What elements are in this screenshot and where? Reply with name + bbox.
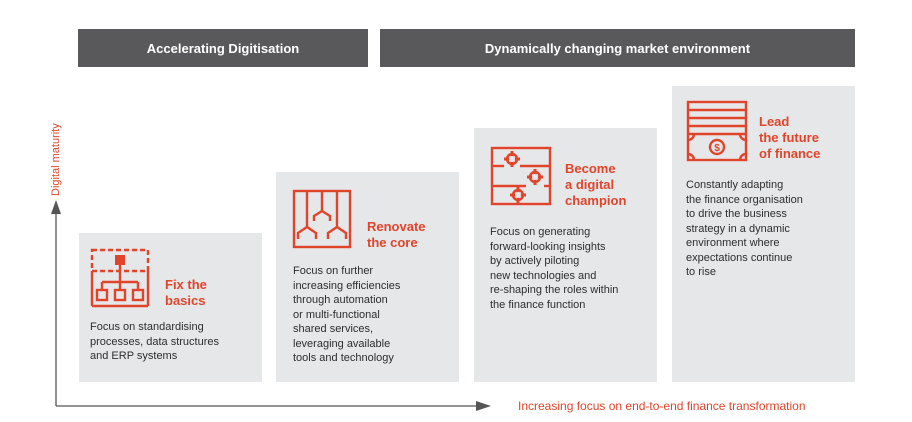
desc-line: strategy in a dynamic [686, 222, 790, 235]
desc-line: to rise [686, 266, 716, 278]
stage-description: Focus on further increasing efficiencies… [293, 264, 400, 366]
desc-line: forward-looking insights [490, 240, 606, 253]
title-line: of finance [759, 146, 821, 161]
desc-line: the finance organisation [686, 193, 803, 206]
stage-card-lead-future: $ Lead the future of finance Constantly … [672, 86, 855, 382]
money-stack-icon: $ [686, 100, 748, 162]
gears-icon [490, 146, 552, 206]
stage-description: Focus on standardising processes, data s… [90, 320, 219, 364]
title-line: Renovate [367, 219, 426, 234]
desc-line: Focus on generating [490, 226, 591, 238]
banner-label: Dynamically changing market environment [484, 40, 751, 56]
stage-title: Renovate the core [367, 219, 426, 251]
stage-card-renovate-core: Renovate the core Focus on further incre… [276, 172, 459, 382]
desc-line: to drive the business [686, 208, 787, 220]
banner-accelerating-digitisation: Accelerating Digitisation [78, 29, 368, 67]
desc-line: processes, data structures [90, 335, 220, 348]
stage-card-fix-basics: Fix the basics Focus on standardising pr… [79, 233, 262, 382]
desc-line: new technologies and [490, 269, 597, 282]
title-line: Lead [759, 114, 790, 129]
desc-line: and ERP systems [90, 350, 178, 362]
desc-line: or multi-functional [293, 308, 380, 321]
desc-line: Focus on standardising [90, 321, 204, 333]
banner-market-environment: Dynamically changing market environment [380, 29, 855, 67]
desc-line: Focus on further [293, 265, 374, 277]
desc-line: Constantly adapting [686, 179, 784, 191]
desc-line: by actively piloting [490, 255, 580, 267]
x-axis-label: Increasing focus on end-to-end finance t… [518, 399, 806, 413]
stage-title: Lead the future of finance [759, 114, 820, 162]
desc-line: shared services, [293, 323, 374, 335]
y-axis-label: Digital maturity [50, 123, 62, 196]
title-line: Become [565, 161, 616, 176]
title-line: the core [367, 235, 418, 250]
title-line: Fix the [165, 277, 207, 292]
stage-title: Fix the basics [165, 277, 207, 309]
desc-line: the finance function [490, 298, 586, 311]
branching-pipes-icon [292, 189, 352, 249]
desc-line: leveraging available [293, 337, 391, 350]
desc-line: expectations continue [686, 251, 793, 264]
stage-description: Focus on generating forward-looking insi… [490, 225, 618, 312]
svg-text:$: $ [714, 143, 720, 154]
desc-line: through automation [293, 294, 388, 306]
stage-card-digital-champion: Become a digital champion Focus on gener… [474, 128, 657, 382]
desc-line: re-shaping the roles within [490, 284, 619, 296]
desc-line: increasing efficiencies [293, 279, 401, 292]
desc-line: tools and technology [293, 352, 394, 364]
process-hierarchy-icon [90, 248, 150, 308]
desc-line: environment where [686, 237, 780, 249]
stage-title: Become a digital champion [565, 161, 626, 209]
title-line: the future [759, 130, 819, 145]
banner-label: Accelerating Digitisation [146, 40, 300, 56]
title-line: a digital [565, 177, 615, 192]
stage-description: Constantly adapting the finance organisa… [686, 178, 803, 280]
title-line: champion [565, 193, 627, 208]
title-line: basics [165, 293, 206, 308]
